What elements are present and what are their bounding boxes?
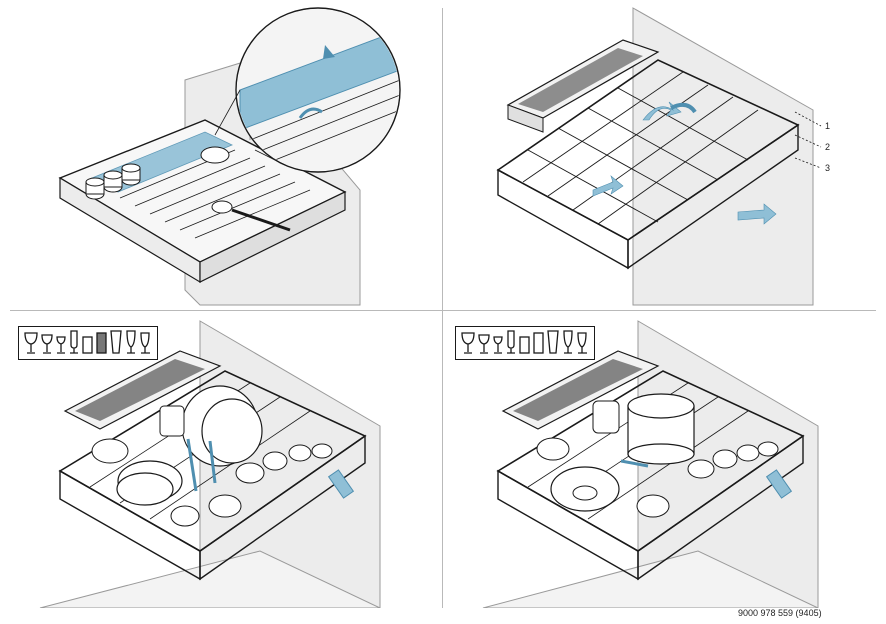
loaded-pot-illustration	[482, 320, 819, 608]
glassware-icons	[24, 330, 150, 354]
wine-glass-icon	[41, 334, 53, 354]
glassware-symbol-row-2	[455, 326, 595, 360]
cutlery-drawer-illustration	[58, 7, 401, 306]
wine-glass-icon	[24, 332, 38, 354]
panel-cutlery-drawer	[0, 0, 442, 310]
champagne-icon	[563, 330, 573, 354]
flute-icon	[507, 330, 515, 354]
vertical-divider	[442, 8, 443, 608]
wine-glass-icon	[461, 332, 475, 354]
wine-glass-icon	[478, 334, 490, 354]
tumbler-icon	[82, 336, 93, 354]
glassware-symbol-row	[18, 326, 158, 360]
tall-glass-icon	[547, 330, 559, 354]
champagne-icon	[140, 332, 150, 354]
wine-glass-icon	[493, 336, 503, 354]
panel-loaded-pot	[443, 311, 886, 608]
panel-loaded-plates	[0, 311, 442, 608]
tumbler-icon	[519, 336, 530, 354]
callout-1: 1	[825, 121, 831, 131]
wine-glass-icon	[56, 336, 66, 354]
flute-icon	[70, 330, 78, 354]
tumbler-icon	[96, 332, 107, 354]
horizontal-divider	[10, 310, 876, 311]
callout-3: 3	[825, 163, 831, 173]
champagne-icon	[577, 332, 587, 354]
glassware-icons-2	[461, 330, 587, 354]
loaded-plates-illustration	[39, 320, 381, 608]
panel-empty-basket: 1 2 3	[443, 0, 886, 310]
document-number: 9000 978 559 (9405)	[738, 608, 822, 618]
tumbler-icon	[533, 332, 544, 354]
callout-2: 2	[825, 142, 831, 152]
champagne-icon	[126, 330, 136, 354]
tall-glass-icon	[110, 330, 122, 354]
empty-basket-illustration	[496, 7, 822, 306]
